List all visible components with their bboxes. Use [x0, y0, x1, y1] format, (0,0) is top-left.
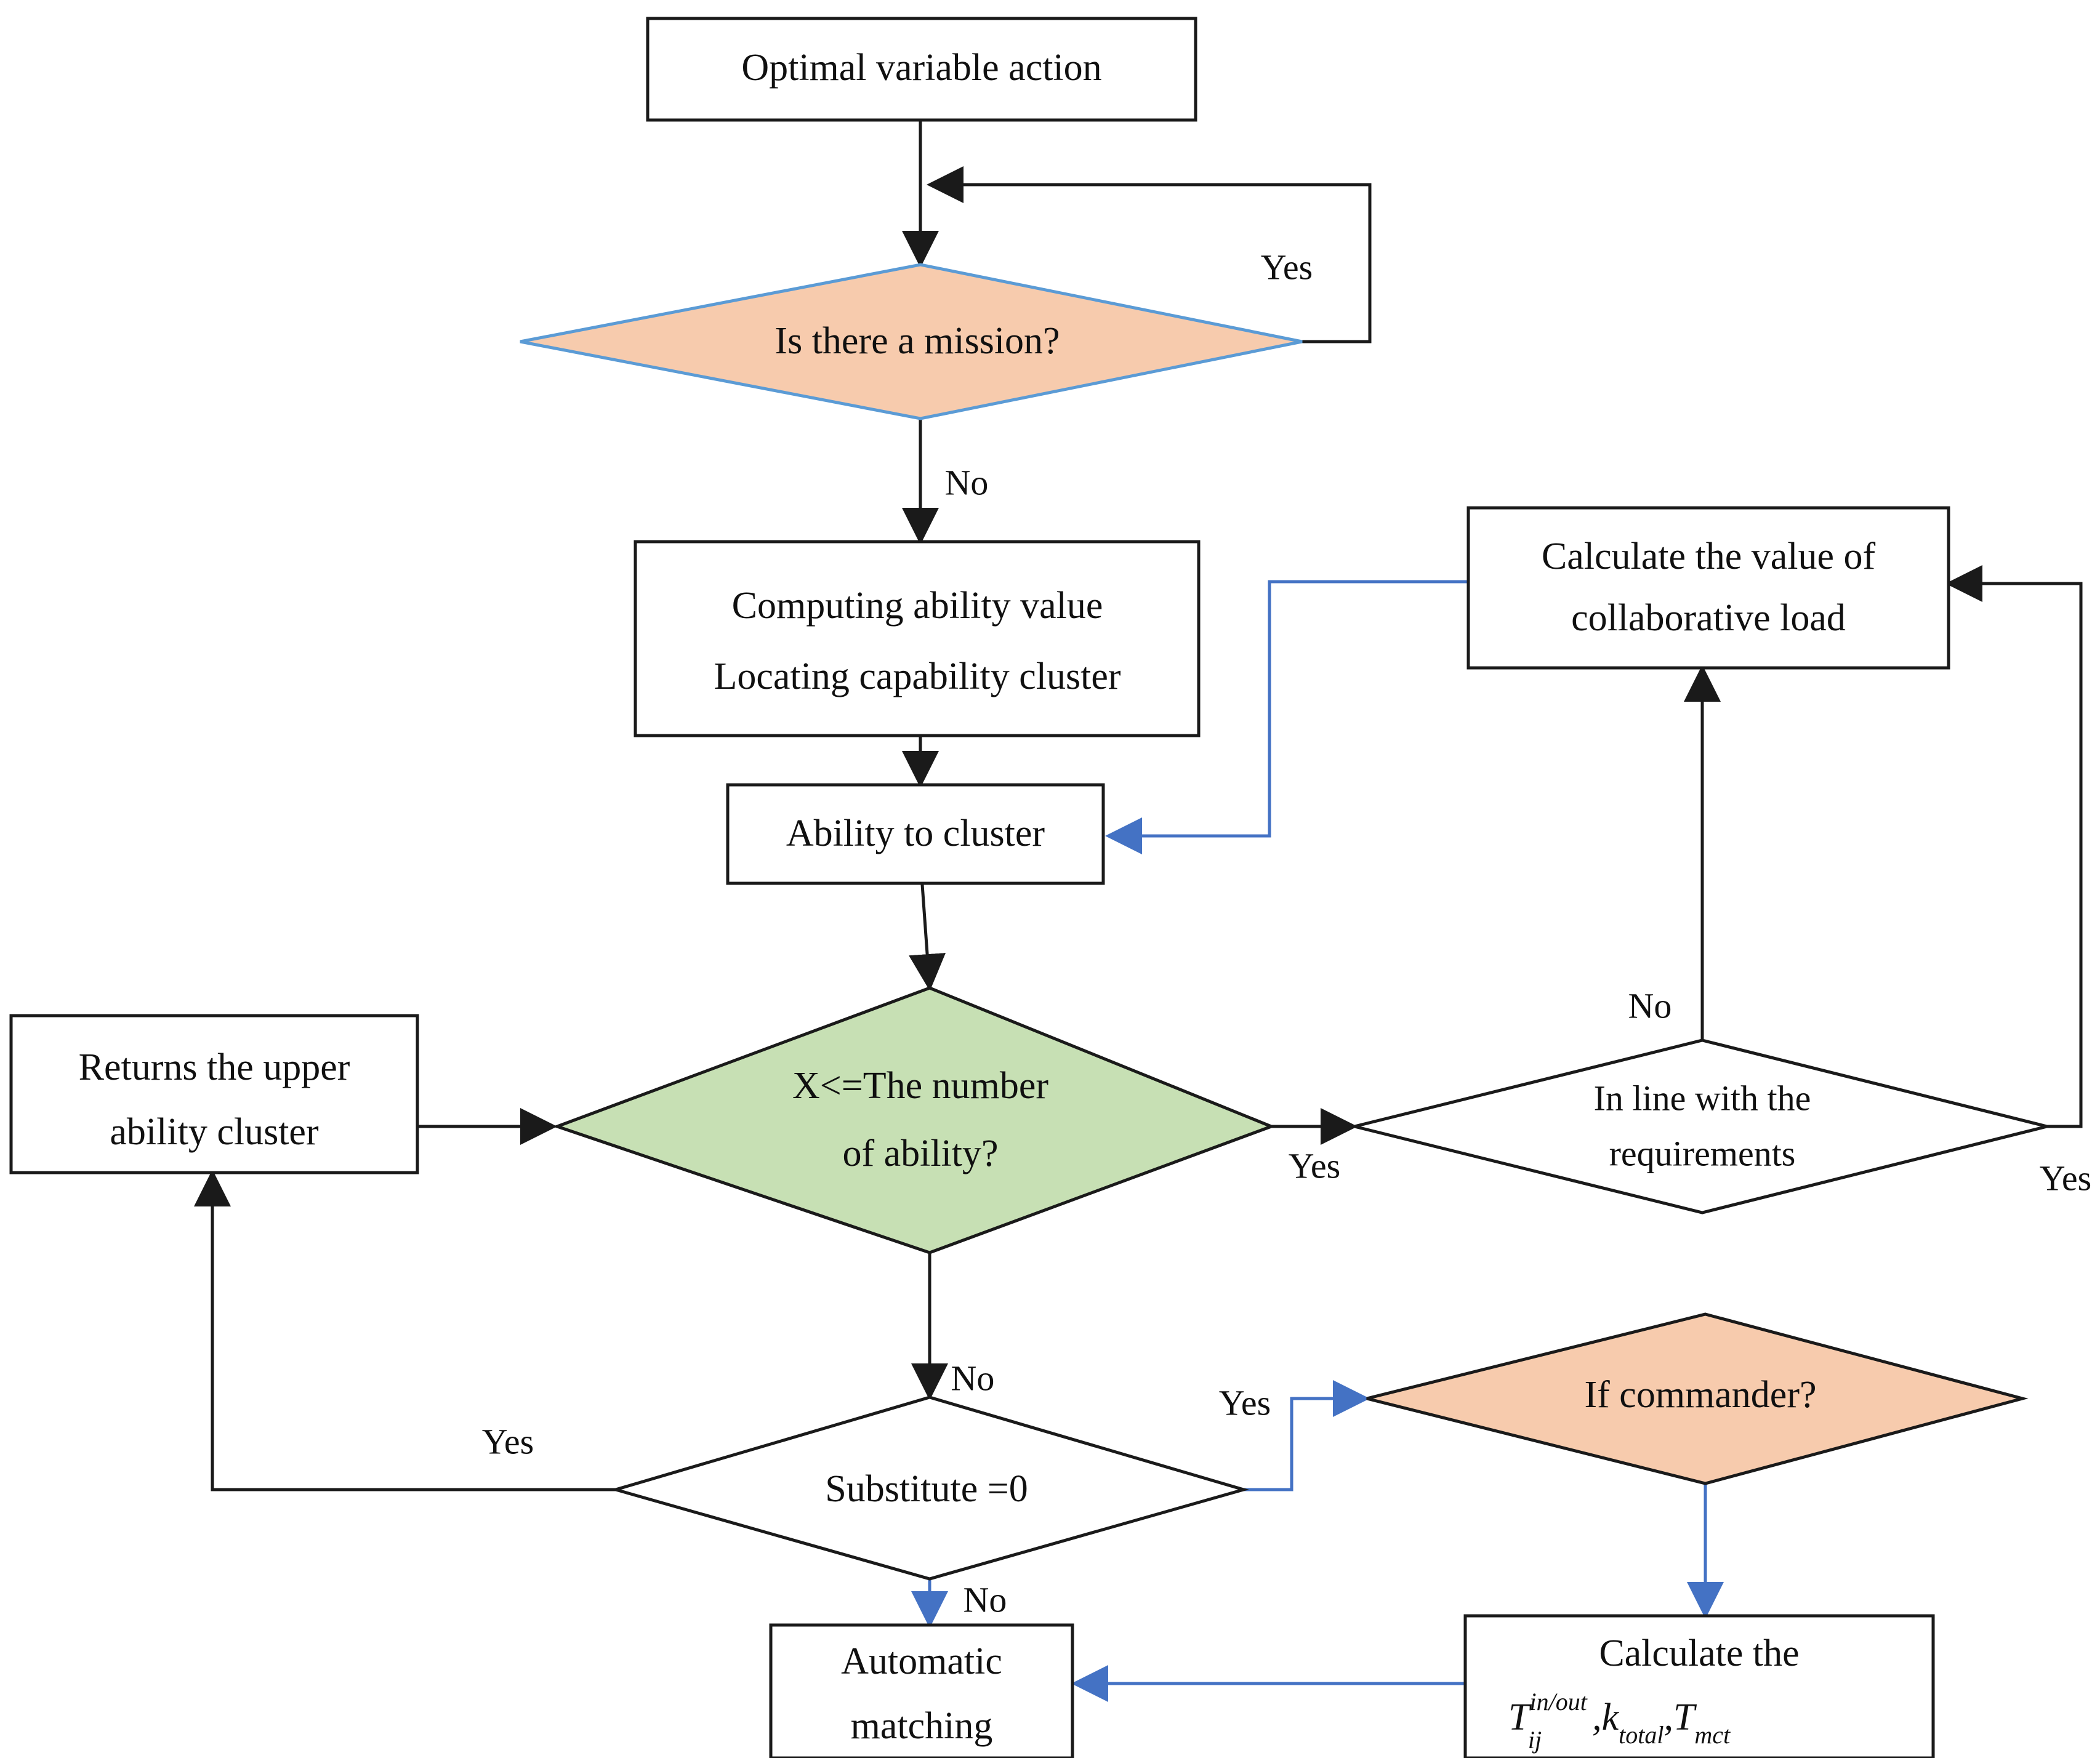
node-computing-ability-line2: Locating capability cluster [714, 656, 1120, 697]
node-ability-to-cluster[interactable]: Ability to cluster [726, 783, 1105, 885]
edge-requirements-yes-loop [1945, 565, 2083, 1128]
formula-T1: T [1508, 1696, 1532, 1738]
node-if-commander-label: If commander? [1585, 1374, 1817, 1416]
formula-k: k [1602, 1696, 1620, 1738]
node-in-line-with-line2: requirements [1609, 1133, 1796, 1173]
formula-subscript-ij: ij [1528, 1726, 1542, 1754]
node-ability-to-cluster-label: Ability to cluster [786, 813, 1045, 854]
node-automatic-matching-line1: Automatic [841, 1640, 1002, 1682]
formula-superscript: in/out [1529, 1688, 1587, 1716]
edge-substitute-yes-to-commander [1244, 1380, 1370, 1491]
edge-label-requirements-yes: Yes [2040, 1158, 2091, 1198]
node-returns-upper-line2: ability cluster [110, 1111, 319, 1153]
node-computing-ability-line1: Computing ability value [732, 585, 1103, 627]
edge-label-mission-no: No [945, 462, 989, 502]
node-is-there-a-mission-label: Is there a mission? [774, 320, 1060, 362]
node-computing-ability[interactable]: Computing ability value Locating capabil… [634, 540, 1201, 737]
node-substitute-zero-label: Substitute =0 [825, 1468, 1028, 1510]
node-calculate-metrics-line1: Calculate the [1599, 1632, 1799, 1674]
node-returns-upper-line1: Returns the upper [79, 1046, 350, 1088]
node-calculate-collaborative-line2: collaborative load [1571, 597, 1846, 639]
edge-label-xcheck-no: No [951, 1358, 995, 1398]
formula-subscript-mct: mct [1694, 1721, 1731, 1749]
edge-label-xcheck-yes: Yes [1289, 1146, 1340, 1186]
node-optimal-variable-action[interactable]: Optimal variable action [646, 17, 1197, 122]
node-in-line-with-line1: In line with the [1594, 1078, 1811, 1118]
node-x-le-number-line1: X<=The number [792, 1065, 1048, 1107]
node-automatic-matching[interactable]: Automatic matching [769, 1623, 1074, 1758]
node-x-le-number-of-ability[interactable]: X<=The number of ability? [552, 986, 1276, 1254]
formula-comma1: , [1592, 1696, 1602, 1738]
node-calculate-collaborative-line1: Calculate the value of [1542, 536, 1876, 577]
edge-calc-to-ability-blue [1105, 580, 1468, 854]
formula-comma2: , [1664, 1696, 1673, 1738]
node-optimal-variable-action-label: Optimal variable action [741, 47, 1101, 89]
edge-label-substitute-no: No [964, 1579, 1007, 1620]
edge-label-substitute-yes-right: Yes [1219, 1383, 1271, 1423]
node-calculate-collaborative-load[interactable]: Calculate the value of collaborative loa… [1466, 506, 1950, 670]
node-returns-upper-ability-cluster[interactable]: Returns the upper ability cluster [9, 1014, 419, 1174]
edge-label-requirements-no: No [1628, 985, 1672, 1026]
node-x-le-number-line2: of ability? [842, 1133, 998, 1174]
formula-subscript-total: total [1619, 1721, 1664, 1749]
node-substitute-zero[interactable]: Substitute =0 [610, 1395, 1249, 1581]
formula-T2: T [1673, 1696, 1697, 1738]
edge-substitute-yes-to-returns [194, 1170, 616, 1491]
edge-label-mission-yes: Yes [1261, 247, 1313, 287]
node-automatic-matching-line2: matching [851, 1705, 993, 1747]
edge-label-substitute-yes-left: Yes [482, 1421, 534, 1461]
node-is-there-a-mission[interactable]: Is there a mission? [520, 263, 1303, 420]
node-in-line-with-requirements[interactable]: In line with the requirements [1354, 1038, 2048, 1214]
node-if-commander[interactable]: If commander? [1366, 1312, 2029, 1485]
edge-mission-yes-loop [927, 166, 1372, 343]
